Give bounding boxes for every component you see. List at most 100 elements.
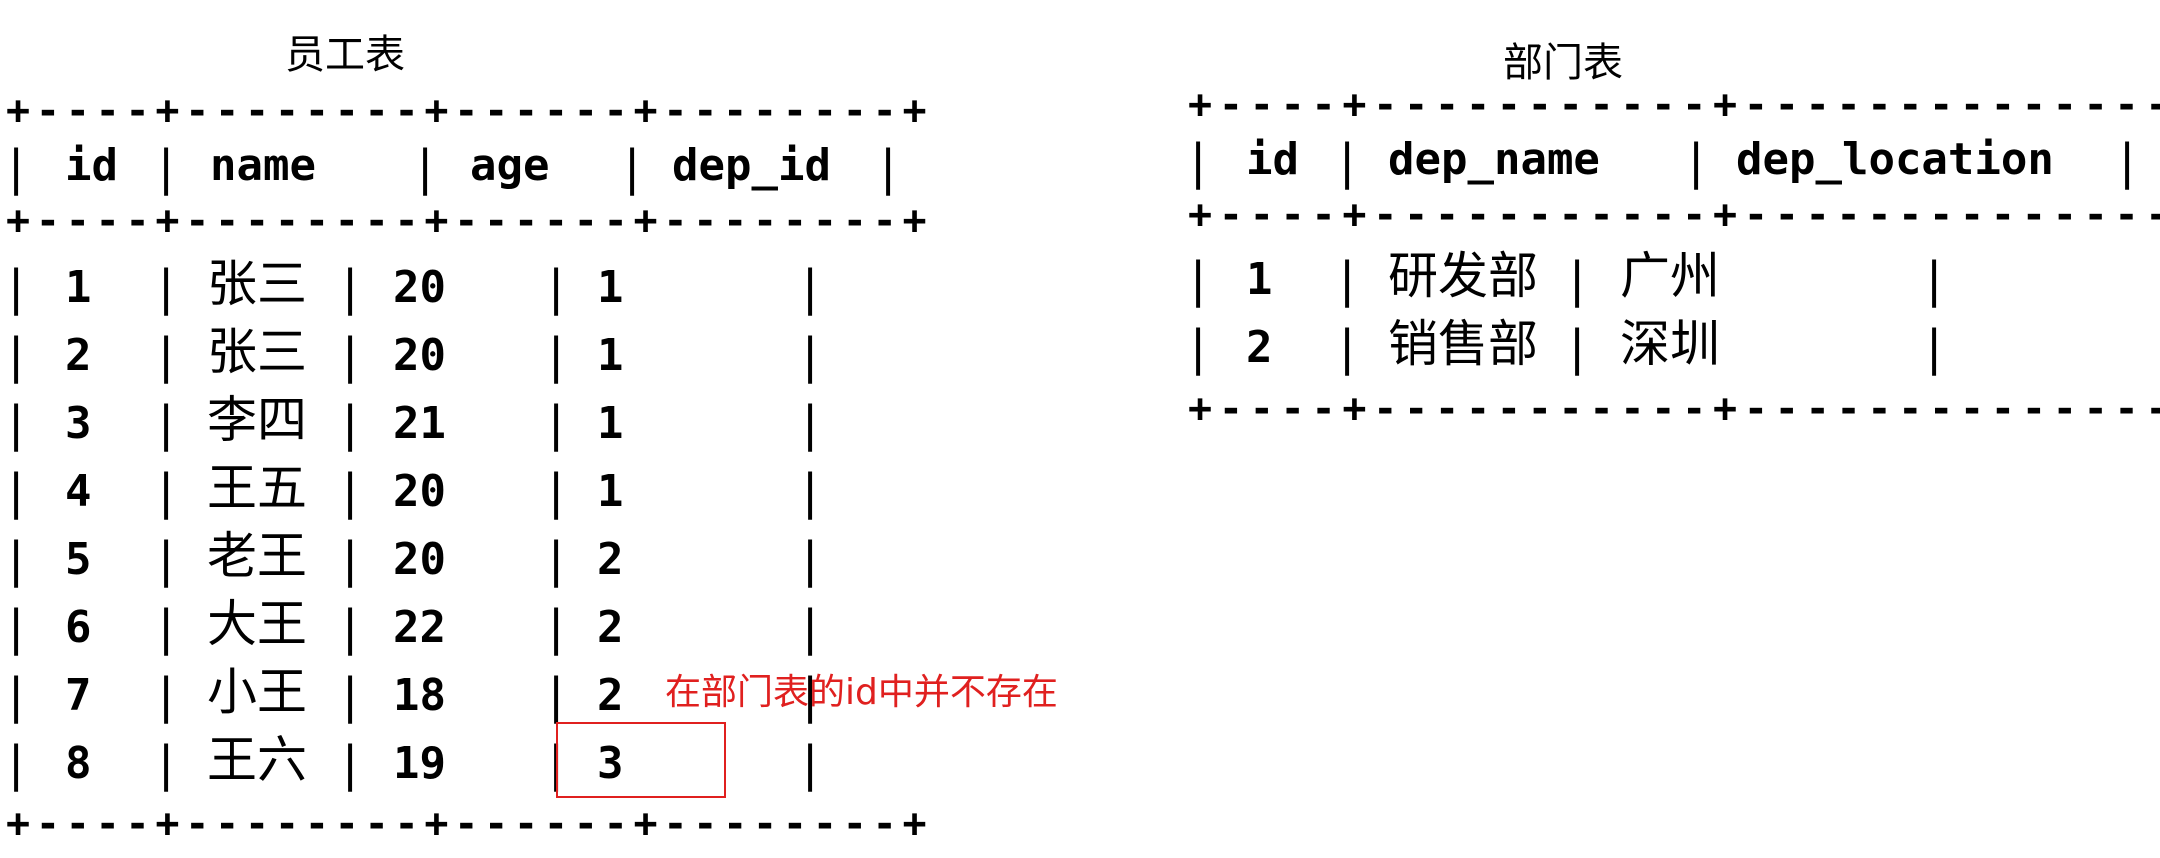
column-separator: |: [417, 140, 434, 196]
column-separator: |: [1339, 252, 1356, 308]
column-separator: |: [1339, 320, 1356, 376]
cell-id: 6: [65, 602, 92, 653]
employee-table-caption: 员工表: [285, 32, 405, 78]
column-separator: |: [1569, 252, 1586, 308]
cell-name: 张三: [207, 255, 307, 313]
header-name: name: [210, 140, 316, 191]
cell-name: 老王: [207, 527, 307, 585]
column-separator: |: [802, 396, 819, 452]
cell-age: 20: [393, 262, 446, 313]
cell-dep-id: 2: [597, 670, 624, 721]
cell-dep-id: 3: [597, 738, 624, 789]
header-age: age: [470, 140, 550, 191]
annotation-label: 在部门表的id中并不存在: [665, 672, 1058, 713]
department-table-header-border: +----+-----------+--------------+: [1188, 192, 2160, 238]
column-separator: |: [342, 260, 359, 316]
header-id: id: [1246, 134, 1299, 185]
cell-dep-location: 广州: [1620, 247, 1720, 305]
cell-name: 张三: [207, 323, 307, 381]
column-separator: |: [802, 464, 819, 520]
column-separator: |: [802, 736, 819, 792]
column-separator: |: [624, 140, 641, 196]
cell-age: 20: [393, 330, 446, 381]
cell-age: 18: [393, 670, 446, 721]
header-dep-id: dep_id: [672, 140, 831, 191]
cell-age: 22: [393, 602, 446, 653]
cell-age: 21: [393, 398, 446, 449]
column-separator: |: [8, 532, 25, 588]
cell-name: 李四: [207, 391, 307, 449]
column-separator: |: [8, 736, 25, 792]
cell-id: 2: [1246, 322, 1273, 373]
cell-dep-id: 1: [597, 262, 624, 313]
cell-name: 大王: [207, 595, 307, 653]
column-separator: |: [342, 396, 359, 452]
cell-dep-id: 2: [597, 602, 624, 653]
cell-name: 王六: [207, 731, 307, 789]
cell-age: 19: [393, 738, 446, 789]
column-separator: |: [1190, 252, 1207, 308]
column-separator: |: [158, 532, 175, 588]
column-separator: |: [2119, 134, 2136, 190]
cell-age: 20: [393, 534, 446, 585]
column-separator: |: [548, 396, 565, 452]
cell-dep-name: 研发部: [1388, 247, 1538, 305]
column-separator: |: [8, 464, 25, 520]
column-separator: |: [8, 260, 25, 316]
column-separator: |: [342, 668, 359, 724]
department-table-caption: 部门表: [1503, 40, 1623, 86]
column-separator: |: [158, 396, 175, 452]
column-separator: |: [802, 532, 819, 588]
column-separator: |: [8, 668, 25, 724]
department-table-bottom-border: +----+-----------+--------------+: [1188, 386, 2160, 432]
column-separator: |: [8, 396, 25, 452]
header-id: id: [65, 140, 118, 191]
column-separator: |: [158, 736, 175, 792]
cell-id: 5: [65, 534, 92, 585]
cell-dep-id: 1: [597, 330, 624, 381]
column-separator: |: [1339, 134, 1356, 190]
column-separator: |: [158, 668, 175, 724]
cell-id: 3: [65, 398, 92, 449]
column-separator: |: [802, 328, 819, 384]
column-separator: |: [158, 600, 175, 656]
cell-dep-id: 1: [597, 398, 624, 449]
cell-id: 4: [65, 466, 92, 517]
cell-dep-id: 2: [597, 534, 624, 585]
column-separator: |: [548, 464, 565, 520]
column-separator: |: [548, 668, 565, 724]
column-separator: |: [342, 600, 359, 656]
column-separator: |: [548, 260, 565, 316]
column-separator: |: [8, 600, 25, 656]
column-separator: |: [548, 532, 565, 588]
employee-table-header-border: +----+--------+------+--------+: [6, 198, 933, 244]
column-separator: |: [1688, 134, 1705, 190]
cell-name: 王五: [207, 459, 307, 517]
column-separator: |: [8, 140, 25, 196]
column-separator: |: [548, 328, 565, 384]
cell-id: 2: [65, 330, 92, 381]
cell-dep-name: 销售部: [1388, 315, 1538, 373]
employee-table-bottom-border: +----+--------+------+--------+: [6, 801, 933, 847]
cell-dep-id: 1: [597, 466, 624, 517]
column-separator: |: [342, 328, 359, 384]
column-separator: |: [1190, 134, 1207, 190]
department-table-top-border: +----+-----------+--------------+: [1188, 82, 2160, 128]
column-separator: |: [1190, 320, 1207, 376]
column-separator: |: [802, 668, 819, 724]
column-separator: |: [158, 328, 175, 384]
column-separator: |: [158, 260, 175, 316]
column-separator: |: [1569, 320, 1586, 376]
column-separator: |: [342, 532, 359, 588]
column-separator: |: [1926, 320, 1943, 376]
column-separator: |: [8, 328, 25, 384]
header-dep-name: dep_name: [1388, 134, 1600, 185]
cell-age: 20: [393, 466, 446, 517]
column-separator: |: [880, 140, 897, 196]
cell-id: 8: [65, 738, 92, 789]
highlight-box: [556, 722, 726, 798]
column-separator: |: [548, 600, 565, 656]
cell-name: 小王: [207, 663, 307, 721]
column-separator: |: [342, 736, 359, 792]
header-dep-location: dep_location: [1736, 134, 2054, 185]
